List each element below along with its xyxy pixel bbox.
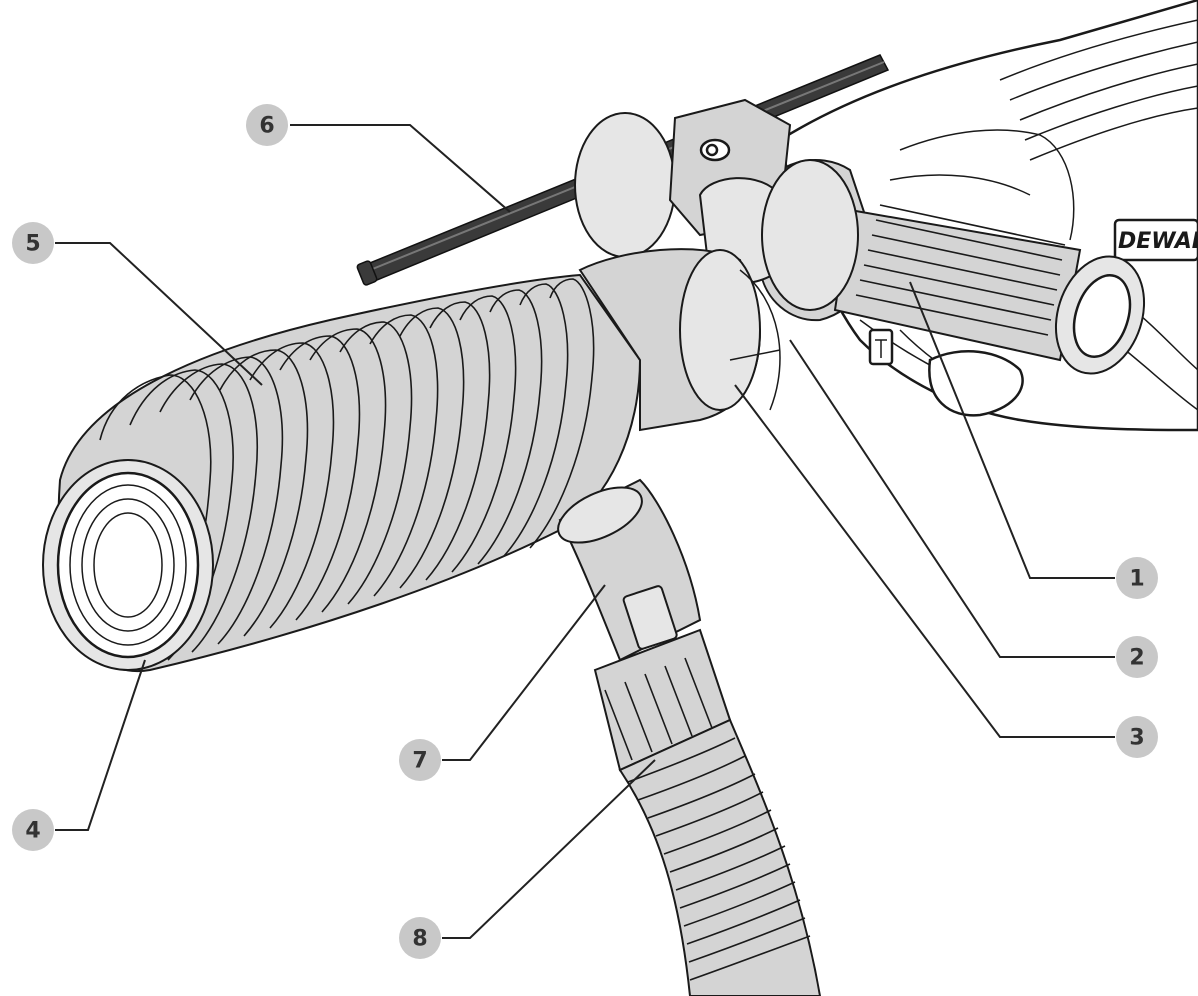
elbow-collar-ribs [604,657,713,761]
callout-2: 2 [1116,636,1158,678]
bellows-ribs [99,278,595,666]
callout-1: 1 [1116,557,1158,599]
callout-5: 5 [12,222,54,264]
callout-label-2: 2 [1129,646,1144,671]
leader-line-1 [909,281,1115,579]
hose-ribs [627,737,811,981]
leader-line-5 [55,242,263,386]
callout-badge-1 [1116,557,1158,599]
callout-label-5: 5 [25,232,40,257]
callout-label-7: 7 [412,749,427,774]
callout-badge-6 [246,104,288,146]
callout-badge-2 [1116,636,1158,678]
leader-line-6 [290,124,511,213]
callout-label-8: 8 [412,927,427,952]
leader-lines [55,124,1115,939]
callout-7: 7 [399,739,441,781]
leader-line-2 [789,339,1115,658]
handle-grip-ribs [855,204,1066,336]
callout-label-1: 1 [1129,567,1144,592]
callout-badge-5 [12,222,54,264]
telescopic-bellows [42,273,642,673]
leader-line-4 [55,659,146,831]
callout-4: 4 [12,809,54,851]
callout-label-6: 6 [259,114,274,139]
leader-line-7 [442,584,606,761]
callout-8: 8 [399,917,441,959]
callout-label-4: 4 [25,819,40,844]
callout-badge-4 [12,809,54,851]
dust-hood-body [578,248,781,432]
leader-line-8 [442,759,656,939]
extraction-hose [618,718,822,996]
brand-label: DEWALT [1118,229,1198,254]
callout-label-3: 3 [1129,726,1144,751]
callout-badge-7 [399,739,441,781]
callout-3: 3 [1116,716,1158,758]
callout-6: 6 [246,104,288,146]
callout-badge-3 [1116,716,1158,758]
callout-badge-8 [399,917,441,959]
leader-line-3 [734,384,1115,738]
